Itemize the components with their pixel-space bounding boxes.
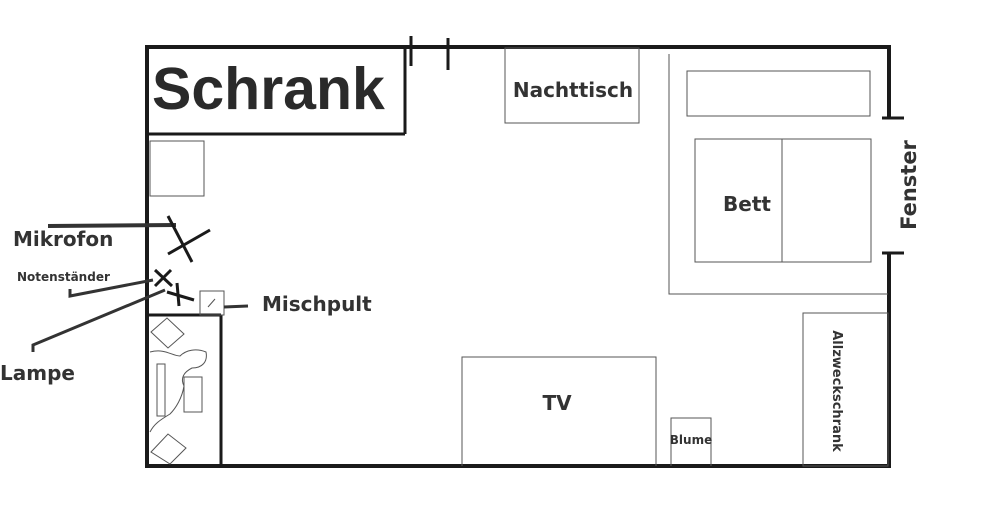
- blume: Blume: [670, 417, 712, 466]
- desk-area: [147, 313, 223, 466]
- schrank: Schrank: [147, 47, 407, 136]
- allzweckschrank-label: Allzweckschrank: [829, 330, 844, 452]
- nachttisch: Nachttisch: [504, 47, 640, 124]
- tv-label: TV: [542, 391, 572, 415]
- lampe: Lampe: [0, 282, 195, 385]
- schrank-label: Schrank: [152, 56, 385, 122]
- notenstaender-label: Notenständer: [17, 270, 110, 284]
- fenster: Fenster: [882, 116, 921, 255]
- nachttisch-label: Nachttisch: [513, 78, 633, 102]
- bett-label: Bett: [723, 192, 771, 216]
- allzweckschrank: Allzweckschrank: [802, 312, 889, 467]
- bett: [694, 138, 872, 263]
- mikrofon: Mikrofon: [13, 215, 211, 263]
- room-outer-wall: [145, 45, 891, 468]
- bett-area: Bett: [668, 54, 888, 295]
- lampe-label: Lampe: [0, 361, 75, 385]
- blume-label: Blume: [670, 433, 712, 447]
- notenstaender: Notenständer: [17, 268, 174, 298]
- fenster-label: Fenster: [897, 139, 921, 229]
- mikrofon-label: Mikrofon: [13, 227, 113, 251]
- tv: TV: [461, 356, 657, 466]
- bett-headboard: [686, 70, 871, 117]
- mischpult: Mischpult: [199, 290, 372, 316]
- mischpult-label: Mischpult: [262, 292, 372, 316]
- small-box: [149, 140, 205, 197]
